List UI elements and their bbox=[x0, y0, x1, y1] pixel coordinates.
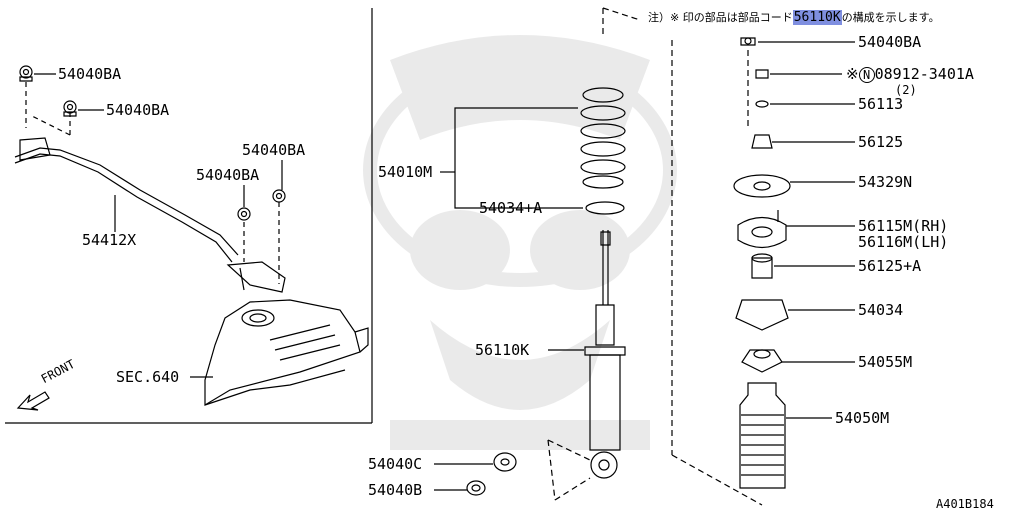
label-54040c[interactable]: 54040C bbox=[368, 455, 423, 473]
label-54040ba[interactable]: 54040BA bbox=[242, 141, 306, 159]
label-54040ba[interactable]: 54040BA bbox=[196, 166, 260, 184]
label-54010m[interactable]: 54010M bbox=[378, 163, 433, 181]
part-number: 08912-3401A bbox=[874, 65, 974, 83]
label-54040ba[interactable]: 54040BA bbox=[106, 101, 170, 119]
label-54034[interactable]: 54034 bbox=[858, 301, 904, 319]
note-suffix: の構成を示します。 bbox=[841, 11, 940, 24]
label-54040b[interactable]: 54040B bbox=[368, 481, 423, 499]
label-56110k[interactable]: 56110K bbox=[475, 341, 530, 359]
note-prefix: 注）※ 印の部品は部品コード bbox=[648, 11, 793, 24]
label-56125[interactable]: 56125 bbox=[858, 133, 904, 151]
label-sec640[interactable]: SEC.640 bbox=[116, 368, 180, 386]
asterisk-mark: ※ bbox=[846, 65, 859, 83]
note-code-highlight[interactable]: 56110K bbox=[792, 10, 842, 25]
label-54040ba[interactable]: 54040BA bbox=[58, 65, 122, 83]
label-56115m[interactable]: 56115M(RH) bbox=[858, 217, 949, 235]
label-56125a[interactable]: 56125+A bbox=[858, 257, 922, 275]
label-54329n[interactable]: 54329N bbox=[858, 173, 913, 191]
label-54050m[interactable]: 54050M bbox=[835, 409, 890, 427]
quantity-label: (2) bbox=[895, 83, 917, 97]
circled-n-mark: N bbox=[858, 67, 875, 83]
label-54034a[interactable]: 54034+A bbox=[479, 199, 543, 217]
figure-id: A401B184 bbox=[936, 497, 994, 510]
label-54040ba[interactable]: 54040BA bbox=[858, 33, 922, 51]
label-54412x[interactable]: 54412X bbox=[82, 231, 137, 249]
note-text: 注）※ 印の部品は部品コード56110Kの構成を示します。 bbox=[648, 10, 940, 25]
label-56116m[interactable]: 56116M(LH) bbox=[858, 233, 949, 251]
label-54055m[interactable]: 54055M bbox=[858, 353, 913, 371]
label-56113[interactable]: 56113 bbox=[858, 95, 904, 113]
